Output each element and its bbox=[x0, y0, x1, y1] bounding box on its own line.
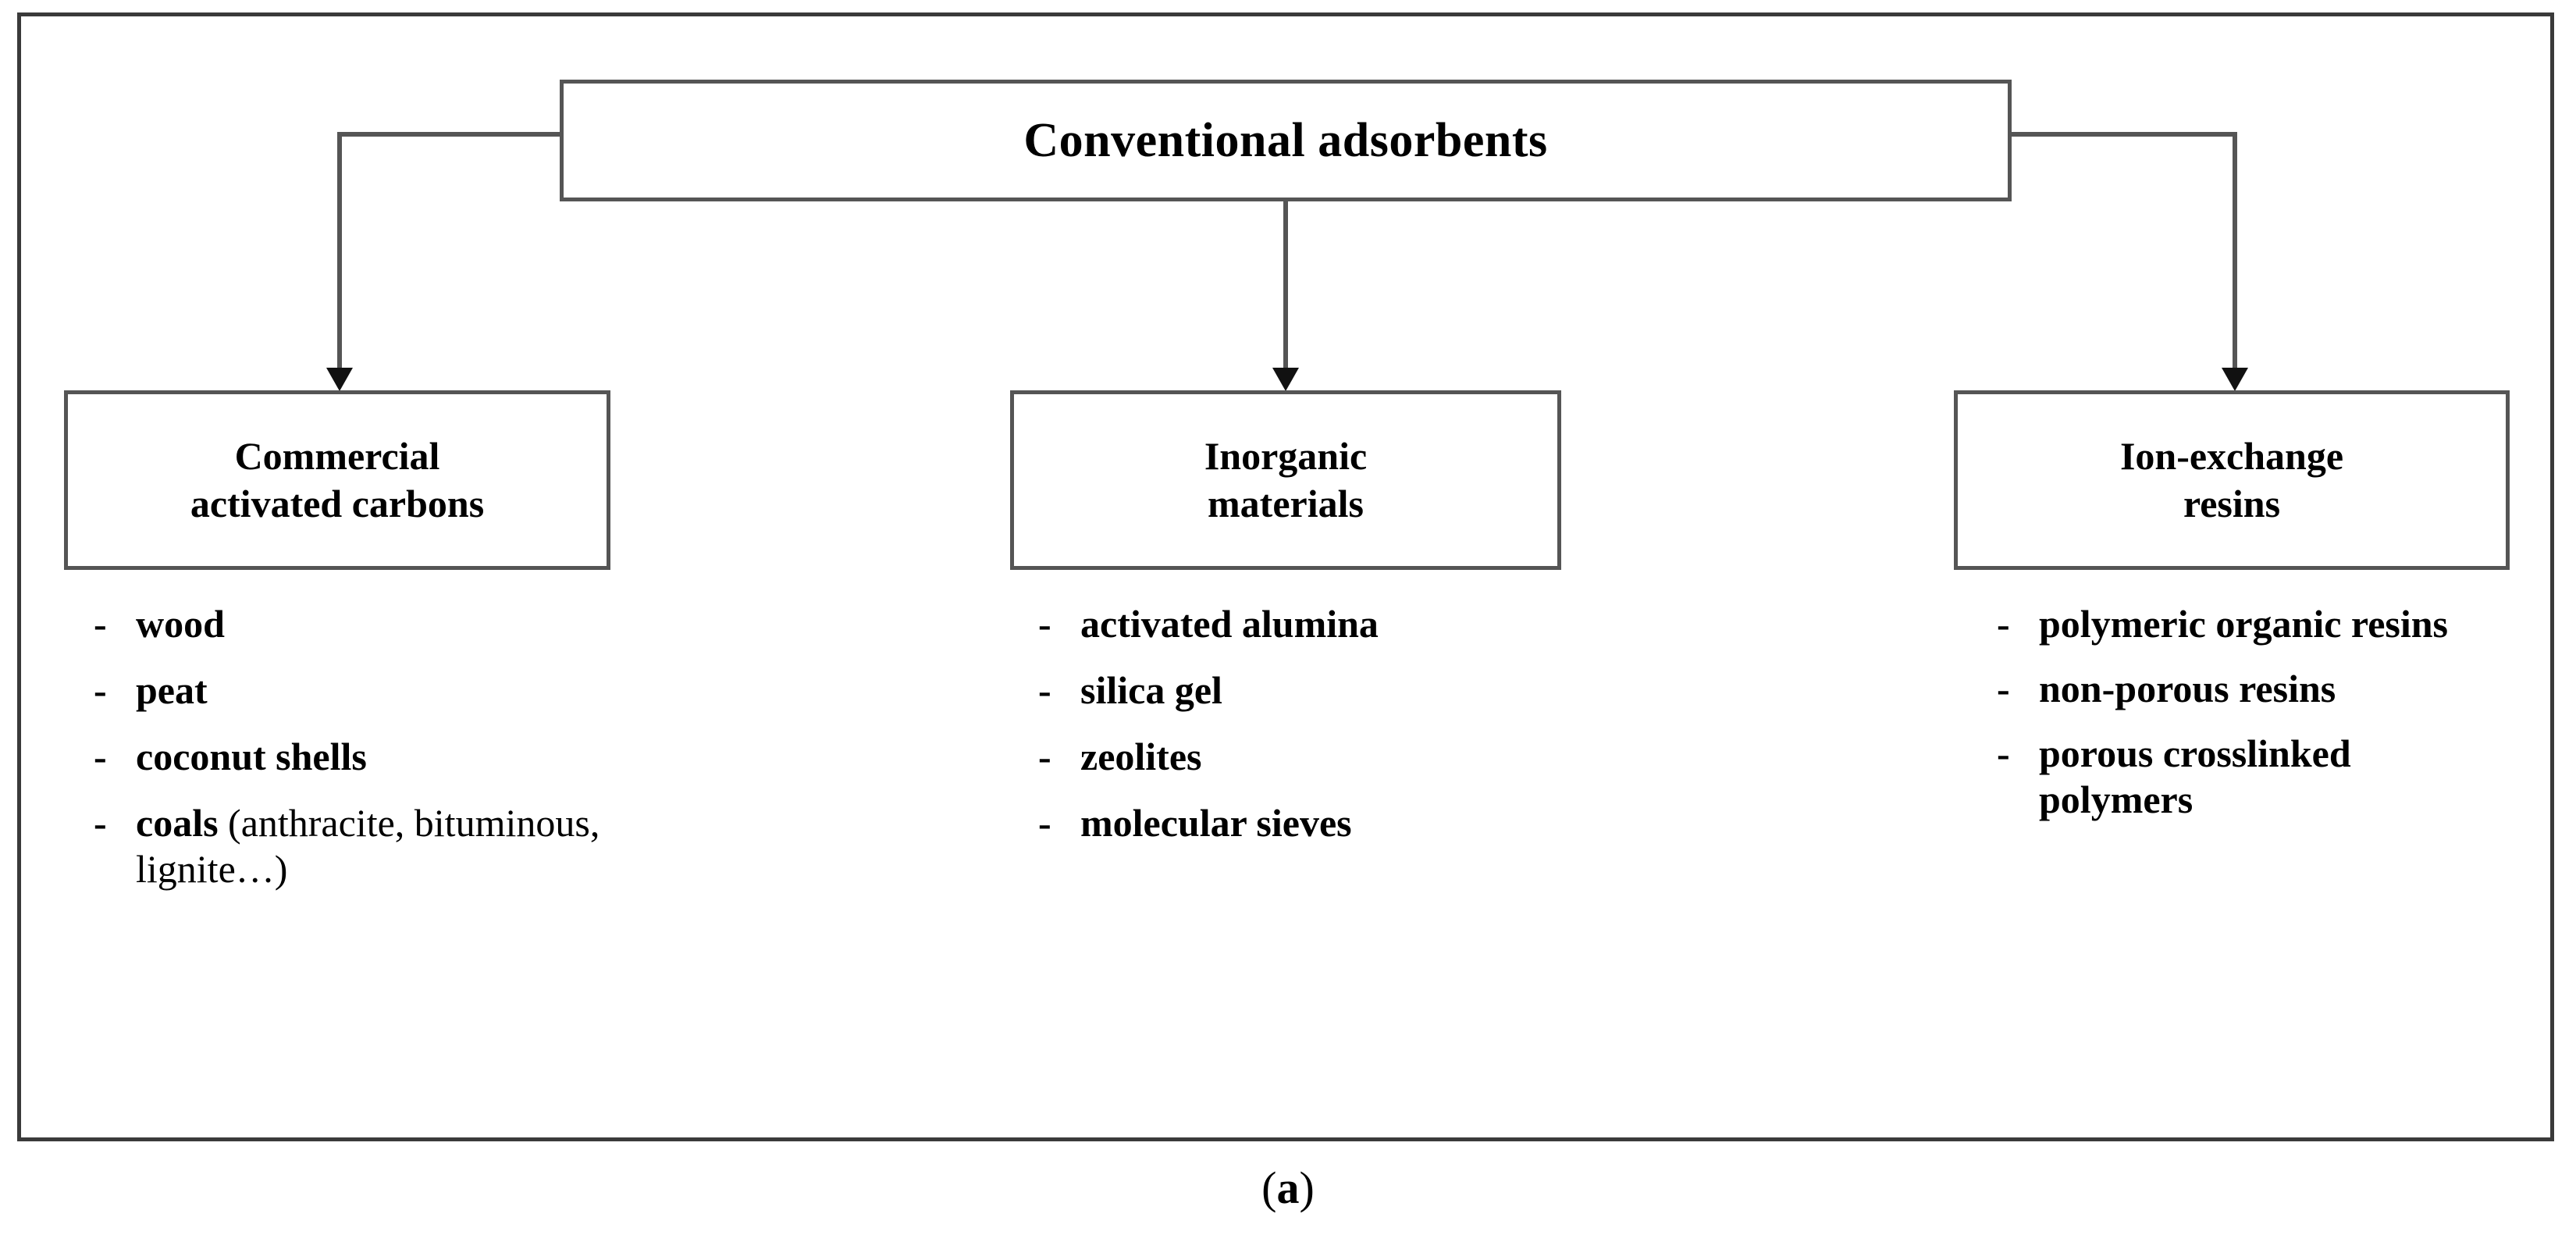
bullet-list-commercial-activated-carbons: - wood - peat - coconut shells - coals (… bbox=[94, 601, 640, 913]
list-item-label: coconut shells bbox=[136, 735, 367, 778]
list-item-note: (anthracite, bituminous, lignite…) bbox=[136, 801, 600, 891]
list-item-label: activated alumina bbox=[1080, 602, 1379, 646]
list-item: - zeolites bbox=[1038, 734, 1600, 780]
bullet-list-ion-exchange-resins: - polymeric organic resins - non-porous … bbox=[1997, 601, 2496, 842]
node-2-title-line-2: materials bbox=[1208, 482, 1364, 525]
list-item: - porous crosslinked polymers bbox=[1997, 731, 2496, 823]
list-item: - molecular sieves bbox=[1038, 800, 1600, 846]
bullet-dash-icon: - bbox=[1997, 602, 2010, 646]
list-item-label: silica gel bbox=[1080, 668, 1222, 712]
bullet-dash-icon: - bbox=[1997, 731, 2010, 775]
bullet-dash-icon: - bbox=[94, 602, 107, 646]
list-item: - silica gel bbox=[1038, 667, 1600, 714]
list-item-label: wood bbox=[136, 602, 225, 646]
node-2-title-line-1: Inorganic bbox=[1204, 434, 1368, 478]
arrowhead-left-icon bbox=[326, 368, 353, 391]
arrowhead-middle-icon bbox=[1272, 368, 1299, 391]
list-item: - activated alumina bbox=[1038, 601, 1600, 647]
bullet-dash-icon: - bbox=[1038, 735, 1051, 778]
bullet-dash-icon: - bbox=[1997, 667, 2010, 710]
list-item: - coals (anthracite, bituminous, lignite… bbox=[94, 800, 640, 892]
list-item-label: porous crosslinked polymers bbox=[2039, 731, 2351, 821]
node-1-title-line-2: activated carbons bbox=[190, 482, 485, 525]
bullet-dash-icon: - bbox=[1038, 801, 1051, 845]
node-root-label: Conventional adsorbents bbox=[1023, 113, 1548, 167]
list-item-label: molecular sieves bbox=[1080, 801, 1352, 845]
connector-root-to-right-vertical bbox=[2233, 132, 2237, 371]
caption-letter: a bbox=[1276, 1162, 1300, 1213]
arrowhead-right-icon bbox=[2222, 368, 2248, 391]
list-item: - polymeric organic resins bbox=[1997, 601, 2496, 647]
list-item: - non-porous resins bbox=[1997, 666, 2496, 712]
list-item-term: coals bbox=[136, 801, 219, 845]
caption-close-paren: ) bbox=[1299, 1162, 1315, 1213]
figure-caption: (a) bbox=[0, 1162, 2576, 1214]
list-item-label: zeolites bbox=[1080, 735, 1202, 778]
bullet-dash-icon: - bbox=[1038, 668, 1051, 712]
connector-root-to-right-horizontal bbox=[2009, 132, 2237, 137]
node-3-title-line-1: Ion-exchange bbox=[2119, 434, 2344, 478]
node-ion-exchange-resins: Ion-exchange resins bbox=[1954, 390, 2510, 570]
list-item-label: non-porous resins bbox=[2039, 667, 2336, 710]
bullet-dash-icon: - bbox=[94, 801, 107, 845]
connector-root-to-middle-vertical bbox=[1283, 200, 1288, 372]
node-conventional-adsorbents: Conventional adsorbents bbox=[560, 80, 2012, 201]
node-commercial-activated-carbons: Commercial activated carbons bbox=[64, 390, 610, 570]
bullet-list-inorganic-materials: - activated alumina - silica gel - zeoli… bbox=[1038, 601, 1600, 867]
caption-open-paren: ( bbox=[1261, 1162, 1277, 1213]
connector-root-to-left-vertical bbox=[337, 132, 342, 371]
bullet-dash-icon: - bbox=[94, 668, 107, 712]
connector-root-to-left-horizontal bbox=[337, 132, 562, 137]
node-inorganic-materials: Inorganic materials bbox=[1010, 390, 1561, 570]
list-item: - peat bbox=[94, 667, 640, 714]
node-3-title-line-2: resins bbox=[2183, 482, 2281, 525]
node-1-title-line-1: Commercial bbox=[234, 434, 440, 478]
bullet-dash-icon: - bbox=[94, 735, 107, 778]
list-item-label: polymeric organic resins bbox=[2039, 602, 2448, 646]
list-item-label: coals (anthracite, bituminous, lignite…) bbox=[136, 800, 640, 892]
list-item: - coconut shells bbox=[94, 734, 640, 780]
list-item-label: peat bbox=[136, 668, 208, 712]
list-item: - wood bbox=[94, 601, 640, 647]
bullet-dash-icon: - bbox=[1038, 602, 1051, 646]
